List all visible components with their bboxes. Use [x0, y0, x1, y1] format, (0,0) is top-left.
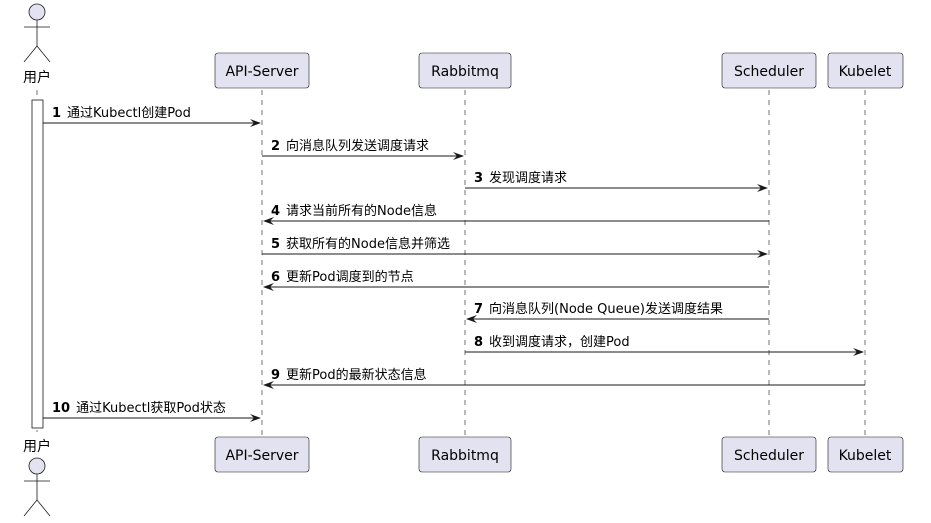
- svg-text:Kubelet: Kubelet: [839, 64, 892, 80]
- svg-text:Kubelet: Kubelet: [839, 448, 892, 464]
- arrowhead-icon: [250, 414, 261, 422]
- message-label: 1 通过Kubectl创建Pod: [52, 106, 191, 121]
- message-label: 3 发现调度请求: [474, 170, 567, 186]
- arrowhead-icon: [263, 217, 274, 225]
- message-label: 8 收到调度请求，创建Pod: [474, 334, 630, 350]
- message-3: 3 发现调度请求: [465, 170, 768, 192]
- message-2: 2 向消息队列发送调度请求: [262, 138, 464, 160]
- message-number: 7: [474, 302, 483, 317]
- message-8: 8 收到调度请求，创建Pod: [465, 334, 864, 356]
- message-label: 6 更新Pod调度到的节点: [271, 269, 414, 285]
- message-label: 7 向消息队列(Node Queue)发送调度结果: [474, 301, 723, 317]
- message-number: 3: [474, 171, 483, 186]
- arrowhead-icon: [263, 283, 274, 291]
- svg-text:Rabbitmq: Rabbitmq: [431, 64, 499, 80]
- actor-label-bottom: 用户: [23, 438, 51, 455]
- message-label: 4 请求当前所有的Node信息: [271, 203, 437, 219]
- arrowhead-icon: [757, 184, 768, 192]
- participant-rabbitmq-top: Rabbitmq: [418, 52, 512, 89]
- arrowhead-icon: [757, 250, 768, 258]
- message-number: 2: [271, 139, 280, 154]
- actor-label-top: 用户: [23, 69, 51, 86]
- svg-text:API-Server: API-Server: [225, 64, 298, 80]
- message-number: 10: [52, 401, 70, 416]
- messages: 1 通过Kubectl创建Pod 2 向消息队列发送调度请求 3 发现调度请求 4 请求当前所…: [43, 106, 865, 422]
- message-text: 更新Pod的最新状态信息: [286, 367, 427, 383]
- actor-bottom: 用户: [23, 438, 51, 517]
- message-number: 1: [52, 106, 61, 121]
- message-7: 7 向消息队列(Node Queue)发送调度结果: [466, 301, 769, 323]
- message-text: 请求当前所有的Node信息: [286, 203, 437, 219]
- message-number: 9: [271, 368, 280, 383]
- arrowhead-icon: [263, 381, 274, 389]
- participant-api-server-bottom: API-Server: [214, 436, 310, 473]
- message-text: 收到调度请求，创建Pod: [489, 334, 630, 350]
- svg-text:Scheduler: Scheduler: [734, 64, 804, 80]
- actor-top: 用户: [23, 3, 51, 86]
- message-5: 5 获取所有的Node信息并筛选: [262, 236, 768, 258]
- participant-kubelet-top: Kubelet: [827, 52, 904, 89]
- message-text: 通过Kubectl获取Pod状态: [76, 401, 226, 416]
- message-6: 6 更新Pod调度到的节点: [263, 269, 769, 291]
- message-1: 1 通过Kubectl创建Pod: [43, 106, 261, 127]
- participant-rabbitmq-bottom: Rabbitmq: [418, 436, 512, 473]
- arrowhead-icon: [466, 315, 477, 323]
- participant-scheduler-top: Scheduler: [721, 52, 817, 89]
- message-4: 4 请求当前所有的Node信息: [263, 203, 769, 225]
- message-text: 获取所有的Node信息并筛选: [286, 236, 450, 252]
- arrowhead-icon: [853, 348, 864, 356]
- message-text: 发现调度请求: [489, 170, 567, 186]
- message-label: 10 通过Kubectl获取Pod状态: [52, 401, 226, 416]
- message-label: 9 更新Pod的最新状态信息: [271, 367, 427, 383]
- message-text: 通过Kubectl创建Pod: [67, 106, 191, 121]
- svg-text:Scheduler: Scheduler: [734, 448, 804, 464]
- message-10: 10 通过Kubectl获取Pod状态: [43, 401, 261, 422]
- message-text: 更新Pod调度到的节点: [286, 269, 414, 285]
- message-number: 6: [271, 270, 280, 285]
- message-text: 向消息队列(Node Queue)发送调度结果: [489, 301, 723, 317]
- message-label: 2 向消息队列发送调度请求: [271, 138, 429, 154]
- actor-figure-icon: [23, 457, 51, 517]
- message-number: 5: [271, 237, 280, 252]
- participant-scheduler-bottom: Scheduler: [721, 436, 817, 473]
- message-text: 向消息队列发送调度请求: [286, 138, 429, 154]
- participant-api-server-top: API-Server: [214, 52, 310, 89]
- actor-figure-icon: [23, 3, 51, 63]
- message-label: 5 获取所有的Node信息并筛选: [271, 236, 450, 252]
- message-number: 4: [271, 204, 280, 219]
- message-9: 9 更新Pod的最新状态信息: [263, 367, 865, 389]
- user-activation-bar: [31, 99, 44, 429]
- arrowhead-icon: [250, 119, 261, 127]
- arrowhead-icon: [453, 152, 464, 160]
- message-number: 8: [474, 335, 483, 350]
- svg-text:Rabbitmq: Rabbitmq: [431, 448, 499, 464]
- participant-kubelet-bottom: Kubelet: [827, 436, 904, 473]
- svg-text:API-Server: API-Server: [225, 448, 298, 464]
